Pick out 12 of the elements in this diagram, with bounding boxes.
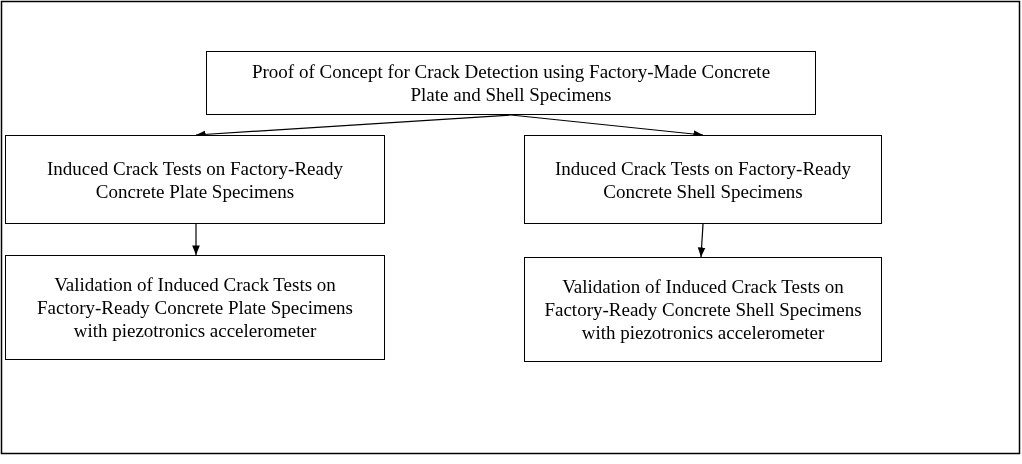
process-box — [524, 257, 882, 362]
process-box — [5, 255, 385, 360]
box-text: Induced Crack Tests on Factory-Ready Concrete Shell Specimens — [554, 156, 852, 203]
arrow — [192, 223, 200, 256]
box-text: Validation of Induced Crack Tests on Factory-Ready Concrete Plate Specimens with piezotronics accelerometer — [35, 273, 354, 342]
box-text: Proof of Concept for Crack Detection using Factory-Made Concrete Plate and Shell Specimens — [250, 60, 772, 106]
process-box — [524, 135, 882, 224]
arrow — [697, 223, 706, 258]
process-box — [206, 51, 816, 115]
process-box — [5, 135, 385, 224]
box-text: Validation of Induced Crack Tests on Factory-Ready Concrete Shell Specimens with piezotronics accelerometer — [543, 275, 863, 344]
box-text: Induced Crack Tests on Factory-Ready Concrete Plate Specimens — [46, 156, 344, 203]
